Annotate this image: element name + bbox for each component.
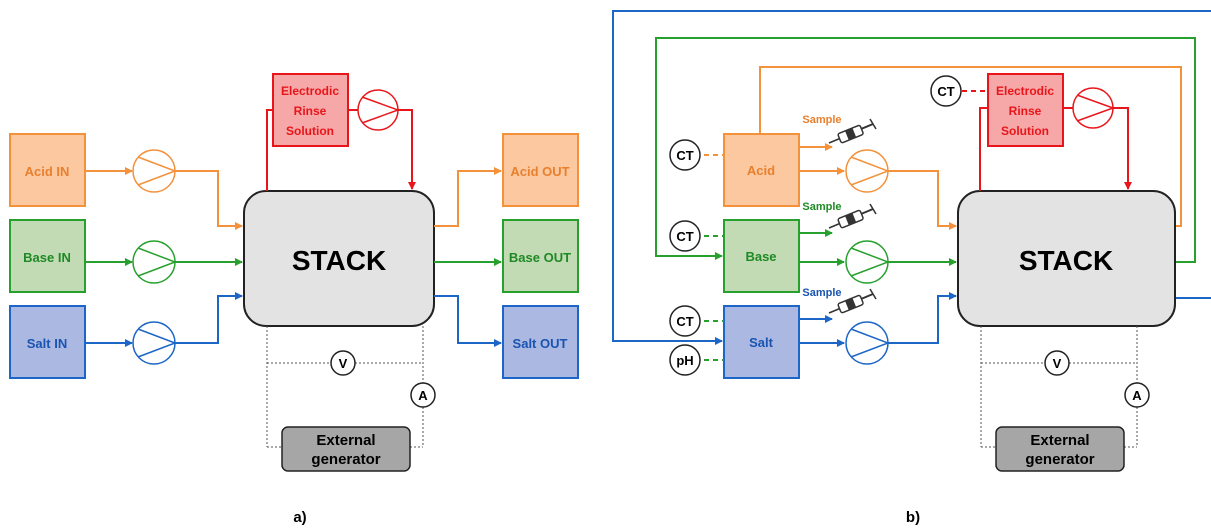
caption-b: b) [906,509,920,526]
acid-sample-label: Sample [802,114,841,126]
salt-tank-label: Salt [749,335,774,350]
rinse-b-line1: Electrodic [996,84,1054,98]
svg-text:pH: pH [676,353,693,368]
voltmeter-icon-b: V [1044,350,1070,376]
rinse-b-line3: Solution [1001,124,1049,138]
salt-pump-icon [132,321,178,365]
caption-a: a) [293,509,306,526]
generator-b-line1: External [1030,432,1089,449]
stack-box [243,190,435,327]
svg-text:A: A [418,388,428,403]
external-generator-box-b [995,426,1125,472]
base-pump-icon-b [845,240,891,284]
rinse-ct-sensor-icon: CT [930,75,962,107]
base-ct-sensor-icon: CT [669,220,701,252]
salt-pump-icon-b [845,321,891,365]
salt-ct-sensor-icon: CT [669,305,701,337]
svg-text:CT: CT [676,314,693,329]
generator-label-line2: generator [311,451,380,468]
rinse-solution-box [272,73,349,147]
acid-pump-icon-b [845,149,891,193]
rinse-label-line1: Electrodic [281,84,339,98]
panel-b: Acid Base Salt CT CT CT pH Sample [612,10,1211,526]
base-out-box [502,219,579,293]
acid-pump-icon [132,149,178,193]
svg-text:V: V [339,356,348,371]
salt-in-label: Salt IN [27,336,67,351]
svg-text:CT: CT [676,229,693,244]
base-tank-label: Base [745,249,776,264]
acid-in-label: Acid IN [25,164,70,179]
stack-box-b [957,190,1176,327]
acid-tank [723,133,800,207]
base-out-label: Base OUT [509,250,571,265]
base-tank [723,219,800,293]
ammeter-icon: A [410,382,436,408]
base-in-box [9,219,86,293]
salt-tank [723,305,800,379]
base-in-label: Base IN [23,250,71,265]
salt-out-box [502,305,579,379]
acid-out-label: Acid OUT [510,164,569,179]
acid-in-box [9,133,86,207]
panel-a: Acid IN Base IN Salt IN STACK [9,73,579,526]
svg-text:V: V [1053,356,1062,371]
voltmeter-icon: V [330,350,356,376]
svg-text:CT: CT [676,148,693,163]
generator-label-line1: External [316,432,375,449]
rinse-b-line2: Rinse [1009,104,1042,118]
svg-text:CT: CT [937,84,954,99]
acid-ct-sensor-icon: CT [669,139,701,171]
base-pump-icon [132,240,178,284]
salt-sample-label: Sample [802,287,841,299]
ammeter-icon-b: A [1124,382,1150,408]
rinse-pump-icon-b [1072,87,1116,129]
stack-label: STACK [292,245,386,276]
base-sample-label: Sample [802,201,841,213]
salt-in-box [9,305,86,379]
salt-ph-sensor-icon: pH [669,344,701,376]
acid-tank-label: Acid [747,163,775,178]
generator-b-line2: generator [1025,451,1094,468]
salt-out-label: Salt OUT [513,336,568,351]
acid-out-box [502,133,579,207]
svg-text:A: A [1132,388,1142,403]
rinse-label-line3: Solution [286,124,334,138]
stack-label-b: STACK [1019,245,1113,276]
rinse-pump-icon [357,89,401,131]
rinse-label-line2: Rinse [294,104,327,118]
external-generator-box [281,426,411,472]
rinse-solution-box-b [987,73,1064,147]
